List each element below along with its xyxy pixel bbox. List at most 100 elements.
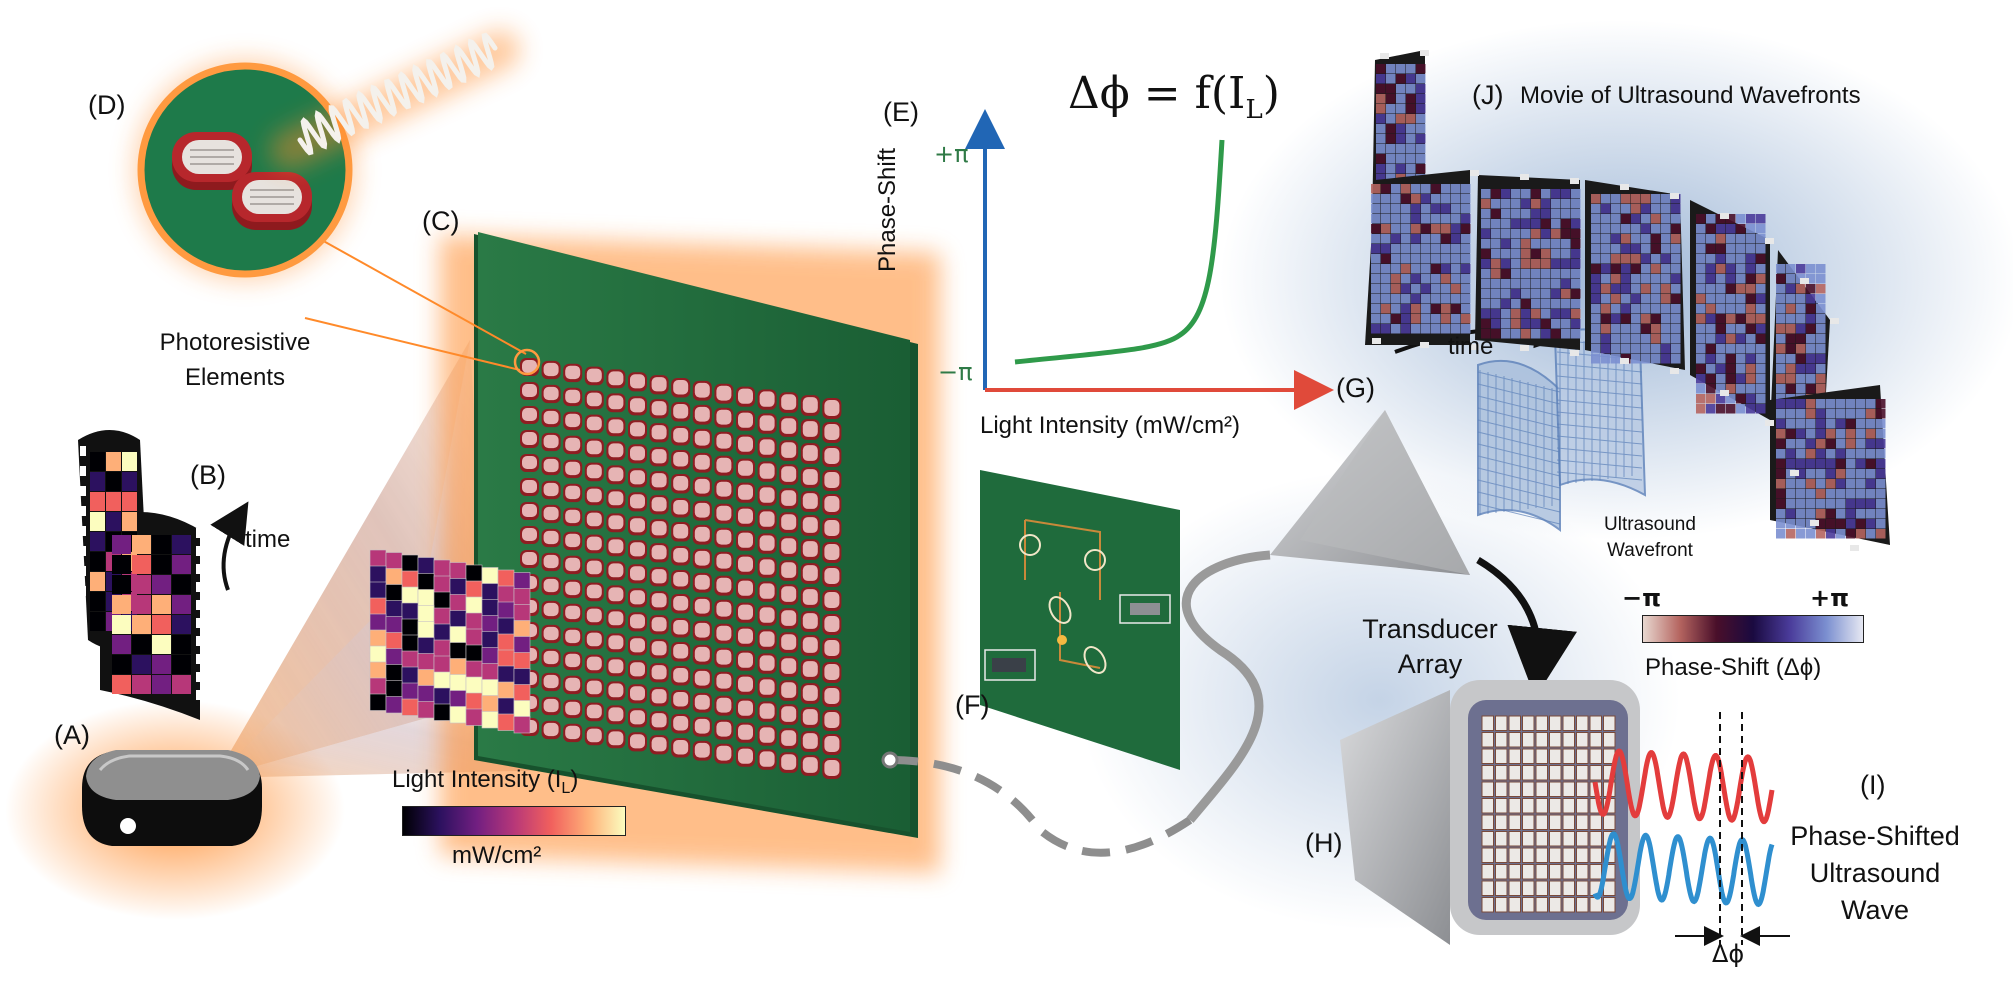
photoresistor-element-face bbox=[716, 601, 732, 617]
film-mosaic-cell bbox=[1521, 259, 1531, 269]
transducer-element bbox=[1535, 732, 1548, 748]
film-mosaic-cell bbox=[1601, 204, 1611, 214]
film-mosaic-cell bbox=[1451, 284, 1461, 294]
film-mosaic-cell bbox=[1561, 269, 1571, 279]
film-mosaic-cell bbox=[1431, 204, 1441, 214]
film-mosaic-cell bbox=[1706, 314, 1716, 324]
film-mosaic-cell bbox=[1406, 144, 1416, 154]
heatmap-cell bbox=[497, 681, 515, 699]
film-mosaic-cell bbox=[1561, 199, 1571, 209]
film-mosaic-cell bbox=[1716, 344, 1726, 354]
film-mosaic-cell bbox=[1641, 244, 1651, 254]
photoresistor-element-face bbox=[694, 694, 710, 710]
film-mosaic-cell bbox=[1481, 299, 1491, 309]
film-mosaic-cell bbox=[1621, 334, 1631, 344]
film-mosaic-cell bbox=[1431, 194, 1441, 204]
photoresistor-element-face bbox=[802, 421, 818, 437]
film-perforation bbox=[196, 582, 202, 592]
heatmap-cell bbox=[465, 676, 483, 694]
heatmap-cell bbox=[369, 565, 387, 583]
transducer-element bbox=[1522, 880, 1535, 896]
film-mosaic-cell bbox=[1661, 334, 1671, 344]
film-mosaic-cell bbox=[1381, 324, 1391, 334]
film-mosaic-cell bbox=[1876, 409, 1886, 419]
film-mosaic-cell bbox=[1796, 314, 1806, 324]
transducer-element bbox=[1589, 732, 1602, 748]
film-mosaic-cell bbox=[1631, 334, 1641, 344]
photoresistor-element-face bbox=[586, 632, 602, 647]
film-mosaic-cell bbox=[1421, 184, 1431, 194]
light-colorbar-unit: mW/cm² bbox=[452, 842, 542, 869]
film-mosaic-cell bbox=[1651, 344, 1661, 354]
film-mosaic-cell bbox=[1551, 259, 1561, 269]
film-mosaic-cell bbox=[1671, 244, 1681, 254]
film-mosaic-cell bbox=[1786, 459, 1796, 469]
transducer-element bbox=[1549, 814, 1562, 830]
film-mosaic-cell bbox=[1501, 289, 1511, 299]
film-mosaic-cell bbox=[1756, 374, 1766, 384]
film-mosaic-cell bbox=[1816, 264, 1826, 274]
film-mosaic-cell bbox=[1806, 344, 1816, 354]
film-mosaic-cell bbox=[1806, 399, 1816, 409]
photoresistor-element-face bbox=[543, 386, 559, 401]
heatmap-cell bbox=[465, 628, 483, 646]
film-mosaic-cell bbox=[1591, 204, 1601, 214]
film-mosaic-cell bbox=[1856, 429, 1866, 439]
mesh-line bbox=[1477, 491, 1561, 513]
film-cell bbox=[132, 535, 151, 554]
film-mosaic-cell bbox=[1501, 229, 1511, 239]
film-mosaic-cell bbox=[1411, 314, 1421, 324]
film-mosaic-cell bbox=[1696, 304, 1706, 314]
film-mosaic-cell bbox=[1396, 64, 1406, 74]
film-mosaic-cell bbox=[1816, 294, 1826, 304]
photoresistor-element-face bbox=[608, 563, 624, 578]
photoresistor-element-face bbox=[630, 590, 645, 605]
film-mosaic-cell bbox=[1786, 479, 1796, 489]
photoresistor-element-face bbox=[586, 440, 602, 455]
film-mosaic-cell bbox=[1806, 499, 1816, 509]
film-mosaic-cell bbox=[1736, 364, 1746, 374]
film-mosaic-cell bbox=[1776, 364, 1786, 374]
heatmap-cell bbox=[401, 682, 419, 700]
film-perforation bbox=[80, 446, 86, 456]
film-mosaic-cell bbox=[1416, 134, 1426, 144]
film-mosaic-cell bbox=[1671, 274, 1681, 284]
film-mosaic-cell bbox=[1866, 429, 1876, 439]
photoresistor-element-face bbox=[586, 584, 602, 599]
film-mosaic-cell bbox=[1651, 194, 1661, 204]
photoresistor-element-face bbox=[759, 487, 775, 503]
film-mosaic-cell bbox=[1716, 364, 1726, 374]
film-perforation bbox=[196, 636, 202, 646]
film-mosaic-cell bbox=[1796, 419, 1806, 429]
film-mosaic-cell bbox=[1461, 184, 1471, 194]
film-mosaic-cell bbox=[1826, 499, 1836, 509]
film-mosaic-cell bbox=[1651, 214, 1661, 224]
photoresistor-element-face bbox=[694, 598, 710, 614]
film-mosaic-cell bbox=[1736, 324, 1746, 334]
transducer-element bbox=[1508, 732, 1521, 748]
film-perforation bbox=[1790, 470, 1799, 476]
film-mosaic-cell bbox=[1591, 234, 1601, 244]
film-mosaic-cell bbox=[1786, 294, 1796, 304]
mesh-line bbox=[1556, 435, 1643, 445]
film-mosaic-cell bbox=[1571, 249, 1581, 259]
film-mosaic-cell bbox=[1716, 244, 1726, 254]
photoresistor-element-face bbox=[716, 505, 732, 521]
transducer-element bbox=[1535, 715, 1548, 731]
film-mosaic-cell bbox=[1451, 304, 1461, 314]
film-mosaic-cell bbox=[1726, 314, 1736, 324]
photoresistor-element-face bbox=[543, 602, 559, 617]
film-mosaic-cell bbox=[1481, 259, 1491, 269]
photoresistor-element-face bbox=[673, 668, 689, 683]
film-mosaic-cell bbox=[1836, 409, 1846, 419]
transducer-element bbox=[1549, 798, 1562, 814]
photoresistor-element-face bbox=[824, 496, 840, 512]
photoresistor-element-face bbox=[565, 533, 581, 548]
heatmap-cell bbox=[465, 580, 483, 598]
film-mosaic-cell bbox=[1641, 224, 1651, 234]
transducer-element bbox=[1576, 715, 1589, 731]
film-mosaic-cell bbox=[1736, 254, 1746, 264]
transducer-element bbox=[1603, 732, 1616, 748]
photoresistor-element-face bbox=[651, 473, 667, 488]
photoresistor-element-face bbox=[694, 718, 710, 734]
